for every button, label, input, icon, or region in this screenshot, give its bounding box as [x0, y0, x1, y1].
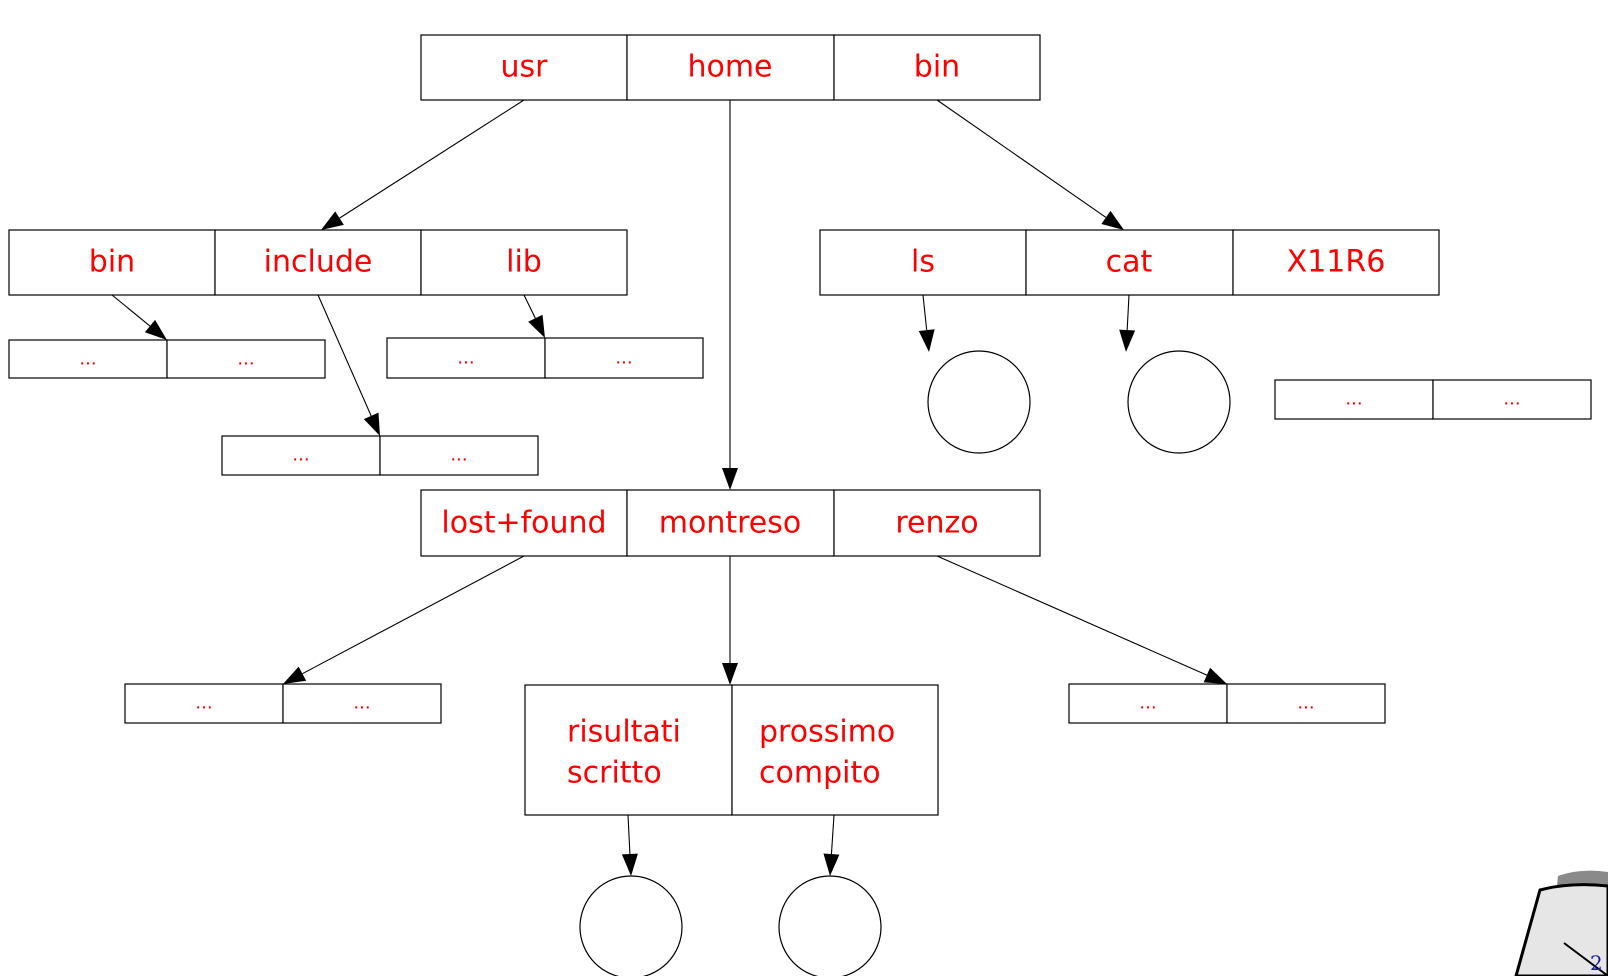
montreso-label-risultati: risultati [567, 715, 681, 750]
ellipsis-label: ... [353, 693, 370, 714]
edge-prossimo-to-file [830, 814, 835, 855]
ellipsis-label: ... [79, 349, 96, 370]
bin-cell-cat [1025, 229, 1234, 296]
arrowhead-include-to-ellipsis [363, 412, 380, 436]
arrowhead-ls-to-file [918, 329, 935, 352]
root-directory-node: usr home bin [420, 34, 1041, 101]
bin-cell-x11r6 [1232, 229, 1440, 296]
usr-label-include: include [264, 245, 373, 280]
ellipsis-label: ... [195, 693, 212, 714]
bin-cell-ls [819, 229, 1027, 296]
montreso-label-scritto: scritto [567, 756, 662, 791]
montreso-label-compito: compito [759, 756, 881, 791]
ellipsis-label: ... [450, 445, 467, 466]
ellipsis-cell [1068, 683, 1228, 724]
usr-cell-include [214, 229, 422, 296]
ellipsis-cell [221, 435, 381, 476]
bin-label-ls: ls [911, 245, 935, 280]
ellipsis-cell [1432, 379, 1592, 420]
ellipsis-cell [1274, 379, 1434, 420]
ellipsis-label: ... [292, 445, 309, 466]
arrowhead-bin-to-bin-dir [1101, 210, 1124, 230]
page-curl-sheet [1514, 883, 1608, 976]
home-cell-montreso [626, 489, 835, 557]
ellipsis-label: ... [1345, 389, 1362, 410]
edge-lib-to-ellipsis [523, 294, 536, 319]
home-directory-node: lost+found montreso renzo [420, 489, 1041, 557]
arrowhead-usr-bin-to-ellipsis [144, 319, 167, 340]
page-curl-fold [1563, 942, 1608, 976]
edge-risultati-to-file [627, 814, 631, 855]
arrowhead-usr-to-usr-dir [321, 211, 344, 230]
edge-usr-bin-to-ellipsis [111, 294, 151, 327]
lost-found-ellipsis-node: ... ... [124, 683, 442, 724]
root-cell-usr [420, 34, 628, 101]
montreso-cell-prossimo-compito [731, 684, 939, 816]
home-label-renzo: renzo [895, 506, 978, 541]
root-cell-home [626, 34, 835, 101]
bin-label-cat: cat [1106, 245, 1153, 280]
file-node-ls [927, 350, 1031, 454]
renzo-ellipsis-node: ... ... [1068, 683, 1386, 724]
root-label-bin: bin [914, 50, 960, 85]
ellipsis-label: ... [457, 348, 474, 369]
arrowhead-cat-to-file [1119, 329, 1136, 352]
home-cell-renzo [833, 489, 1041, 557]
home-label-montreso: montreso [659, 506, 801, 541]
ellipsis-cell [166, 339, 326, 379]
ellipsis-cell [544, 337, 704, 379]
montreso-label-prossimo: prossimo [759, 715, 895, 750]
usr-lib-ellipsis-node: ... ... [386, 337, 704, 379]
arrowhead-lost-found-to-ellipsis [283, 666, 307, 684]
montreso-cell-risultati-scritto [524, 684, 733, 816]
nodes: usr home bin bin include lib ls cat X11R… [8, 34, 1608, 976]
usr-cell-lib [420, 229, 628, 296]
page-curl-decoration: 2 [1514, 870, 1608, 976]
usr-label-lib: lib [506, 245, 542, 280]
edge-ls-to-file [922, 294, 928, 331]
usr-include-ellipsis-node: ... ... [221, 435, 539, 476]
ellipsis-label: ... [237, 349, 254, 370]
arrowhead-prossimo-to-file [823, 853, 840, 876]
edge-include-to-ellipsis [317, 294, 372, 417]
usr-label-bin: bin [89, 245, 135, 280]
arrowhead-risultati-to-file [621, 853, 638, 876]
ellipsis-label: ... [615, 348, 632, 369]
bin-directory-node: ls cat X11R6 [819, 229, 1440, 296]
arrowhead-renzo-to-ellipsis [1203, 667, 1227, 684]
montreso-directory-node: risultati scritto prossimo compito [524, 684, 939, 816]
file-node-cat [1127, 350, 1231, 454]
ellipsis-cell [124, 683, 284, 724]
root-cell-bin [833, 34, 1041, 101]
usr-cell-bin [8, 229, 216, 296]
root-label-usr: usr [501, 50, 549, 85]
ellipsis-cell [1226, 683, 1386, 724]
x11r6-ellipsis-node: ... ... [1274, 379, 1592, 420]
edges [111, 99, 1227, 876]
arrowhead-montreso-to-dir [722, 663, 738, 685]
arrowhead-home-to-home-dir [722, 468, 738, 490]
ellipsis-cell [8, 339, 168, 379]
ellipsis-label: ... [1139, 693, 1156, 714]
edge-renzo-to-ellipsis [936, 555, 1208, 676]
ellipsis-label: ... [1503, 389, 1520, 410]
ellipsis-cell [386, 337, 546, 379]
ellipsis-label: ... [1297, 693, 1314, 714]
arrowhead-lib-to-ellipsis [528, 314, 545, 338]
edge-lost-found-to-ellipsis [302, 555, 525, 675]
bin-label-x11r6: X11R6 [1287, 245, 1386, 280]
usr-directory-node: bin include lib [8, 229, 628, 296]
file-node-prossimo-compito [778, 875, 882, 976]
usr-bin-ellipsis-node: ... ... [8, 339, 326, 379]
home-label-lost-found: lost+found [441, 506, 606, 541]
edge-bin-to-bin-dir [936, 99, 1107, 218]
edge-usr-to-usr-dir [339, 99, 525, 219]
page-number: 2 [1590, 951, 1603, 975]
ellipsis-cell [379, 435, 539, 476]
root-label-home: home [687, 50, 772, 85]
ellipsis-cell [282, 683, 442, 724]
edge-cat-to-file [1126, 294, 1130, 331]
file-node-risultati-scritto [579, 875, 683, 976]
